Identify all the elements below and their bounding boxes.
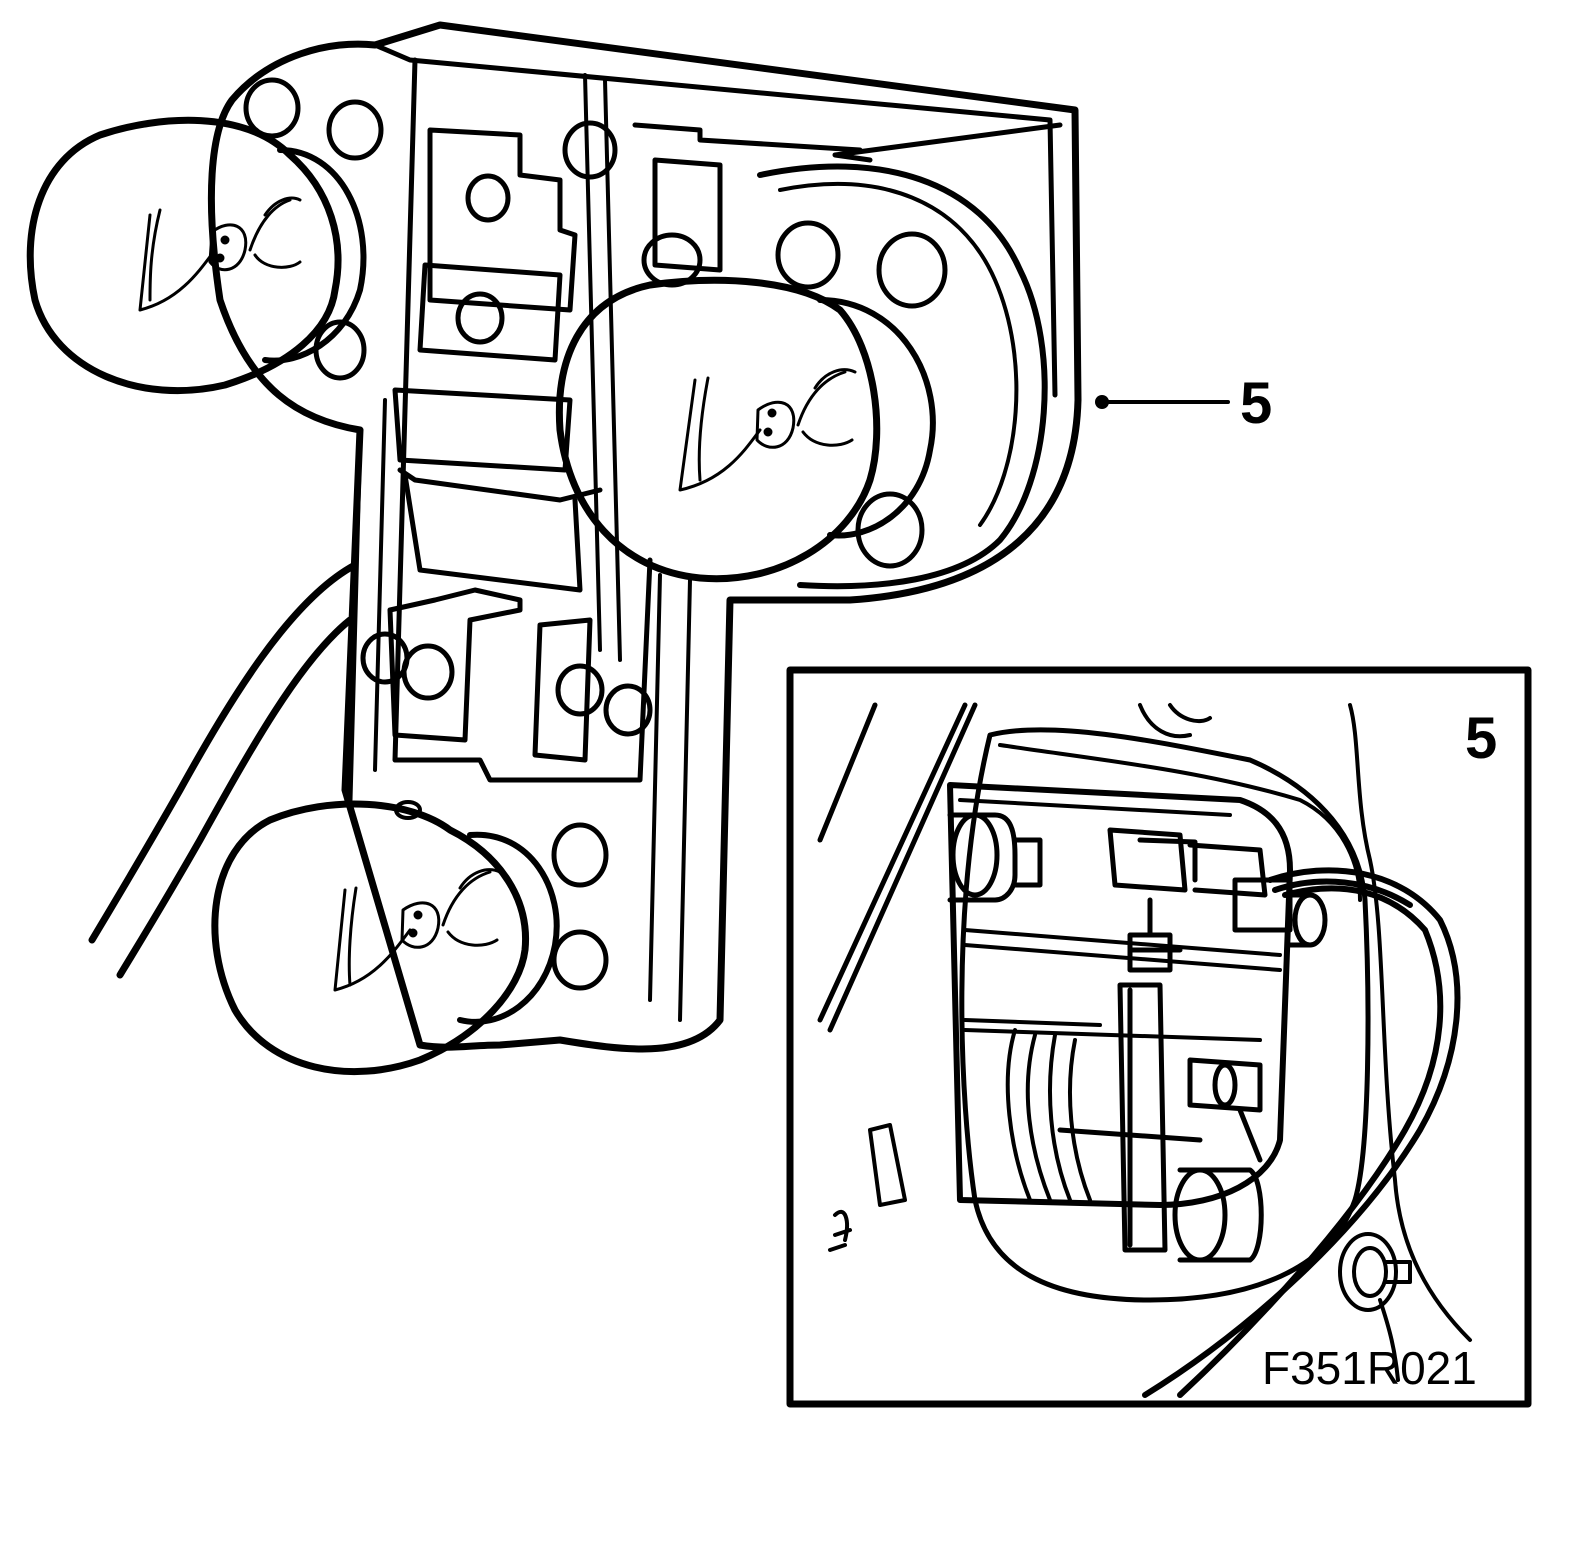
filament-icon xyxy=(333,868,502,992)
filament-icon xyxy=(138,196,302,312)
inset-bulb-socket xyxy=(947,812,1043,903)
callout-number-main: 5 xyxy=(1240,371,1273,436)
filament-icon xyxy=(678,368,857,492)
terminal-cutouts xyxy=(387,122,863,763)
bulb-sockets xyxy=(262,147,936,1025)
callout-leader-main xyxy=(1095,395,1230,409)
inset-wire-strip xyxy=(1057,897,1203,1253)
figure-code: F351R021 xyxy=(1262,1342,1477,1394)
inset-detail-view xyxy=(786,666,1532,1408)
bulb-top-left xyxy=(26,116,342,395)
inset-frame xyxy=(786,666,1532,1408)
mounting-holes xyxy=(243,77,948,991)
callout-number-inset: 5 xyxy=(1465,706,1498,771)
inset-lower-bulb xyxy=(1172,1057,1264,1263)
bulb-holder-plate xyxy=(207,21,1082,1053)
bulb-bottom xyxy=(211,800,530,1076)
inset-bolt xyxy=(1338,1232,1412,1382)
wiring-cable xyxy=(88,561,359,979)
bulb-center-right xyxy=(555,276,881,583)
